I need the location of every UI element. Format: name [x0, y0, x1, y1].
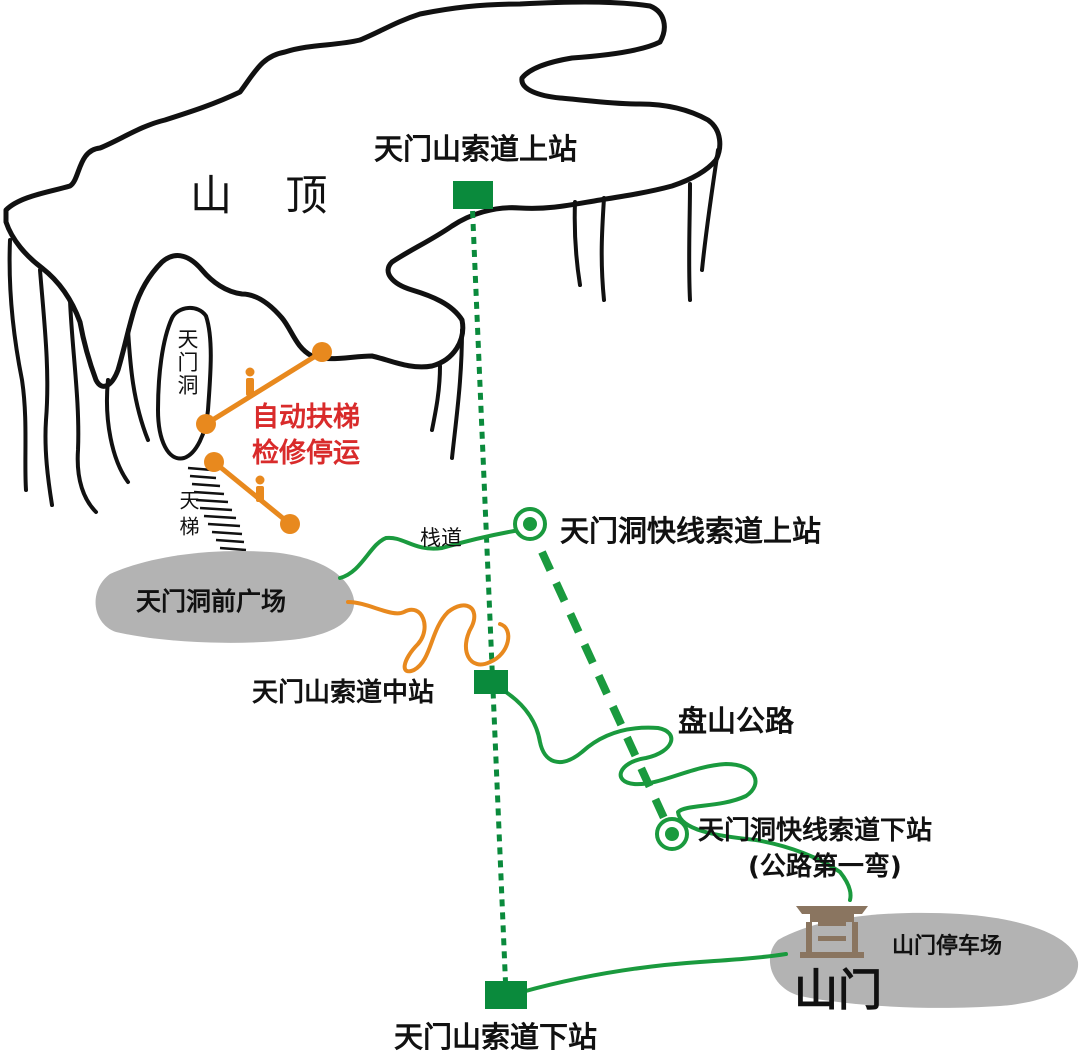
escalator-lower [204, 452, 300, 534]
express-station-circle-icon [513, 507, 547, 541]
express-lower-station-label: 天门洞快线索道下站 [698, 816, 933, 846]
upper-station-label: 天门山索道上站 [374, 132, 578, 166]
mountain-road-label: 盘山公路 [678, 704, 795, 738]
plank-road-label: 栈道 [420, 526, 462, 550]
cliff-line [38, 268, 54, 507]
cliff-line [450, 328, 464, 460]
escalator-notice-line2: 检修停运 [252, 438, 360, 469]
mountain-road-path [490, 682, 853, 902]
cliff-line [104, 378, 130, 484]
summit-label: 山 顶 [190, 171, 328, 220]
escalator-upper [196, 342, 332, 434]
gate-parking-label: 山门停车场 [892, 934, 1003, 959]
cliff-line [126, 328, 150, 442]
cable-station-square-icon [453, 181, 493, 209]
sky-ladder-label: 天梯 [176, 490, 200, 542]
mountain-gate-icon [796, 906, 868, 958]
cliff-line [430, 364, 442, 432]
cliff-line [700, 148, 720, 272]
cliff-line [7, 238, 28, 492]
summit-cliff-outline [3, 0, 723, 389]
escalator-icon [255, 475, 265, 502]
cliff-line [599, 196, 606, 302]
express-upper-station-label: 天门洞快线索道上站 [560, 514, 822, 548]
cliff-line [572, 200, 582, 287]
cave-plaza-area [95, 550, 355, 643]
express-lower-note-label: (公路第一弯) [748, 852, 902, 882]
express-station-circle-icon [655, 817, 689, 851]
orange-serpentine-path [346, 600, 511, 674]
gate-parking-area [769, 912, 1079, 1008]
escalator-icon [245, 367, 255, 396]
cable-station-square-icon [474, 670, 508, 694]
cliff-line [68, 298, 98, 514]
cliff-line [687, 182, 692, 302]
escalator-notice-line1: 自动扶梯 [252, 402, 360, 433]
cave-plaza-label: 天门洞前广场 [136, 587, 287, 616]
middle-station-label: 天门山索道中站 [252, 678, 435, 708]
gate-road-path [520, 952, 788, 994]
cable-station-square-icon [485, 981, 527, 1009]
plank-road-path [338, 528, 522, 580]
sky-ladder-stairs [187, 466, 247, 552]
cave-label: 天门洞 [175, 328, 199, 397]
main-cableway-line [469, 197, 509, 995]
express-cableway-line [538, 550, 668, 820]
gate-label: 山门 [794, 965, 882, 1016]
lower-station-label: 天门山索道下站 [394, 1020, 598, 1054]
